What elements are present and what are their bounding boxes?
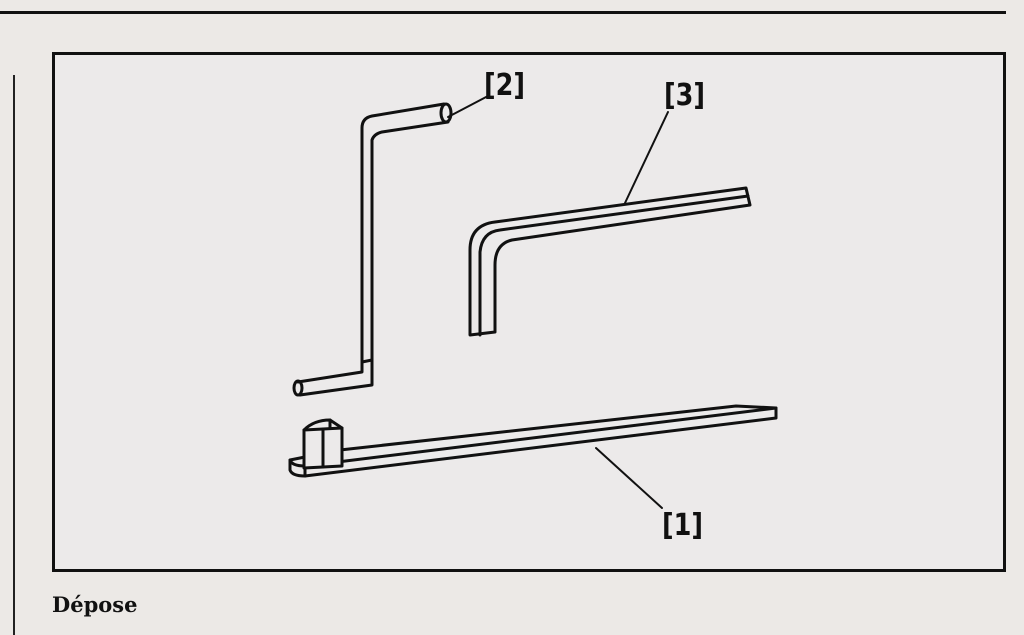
tool-2-cranked-rod xyxy=(292,102,453,397)
section-title: Dépose xyxy=(52,592,138,617)
tool-1-flat-bar xyxy=(288,404,778,478)
callout-2: [2] xyxy=(484,68,526,103)
top-rule xyxy=(0,11,1006,14)
margin-rule xyxy=(13,75,15,635)
callout-1: [1] xyxy=(662,508,704,543)
leader-line-3 xyxy=(624,111,669,204)
callout-3: [3] xyxy=(664,78,706,113)
leader-line-1 xyxy=(595,447,663,509)
figure-frame xyxy=(52,52,1006,572)
leader-line-2 xyxy=(447,95,489,118)
tool-3-hex-key xyxy=(468,186,752,337)
